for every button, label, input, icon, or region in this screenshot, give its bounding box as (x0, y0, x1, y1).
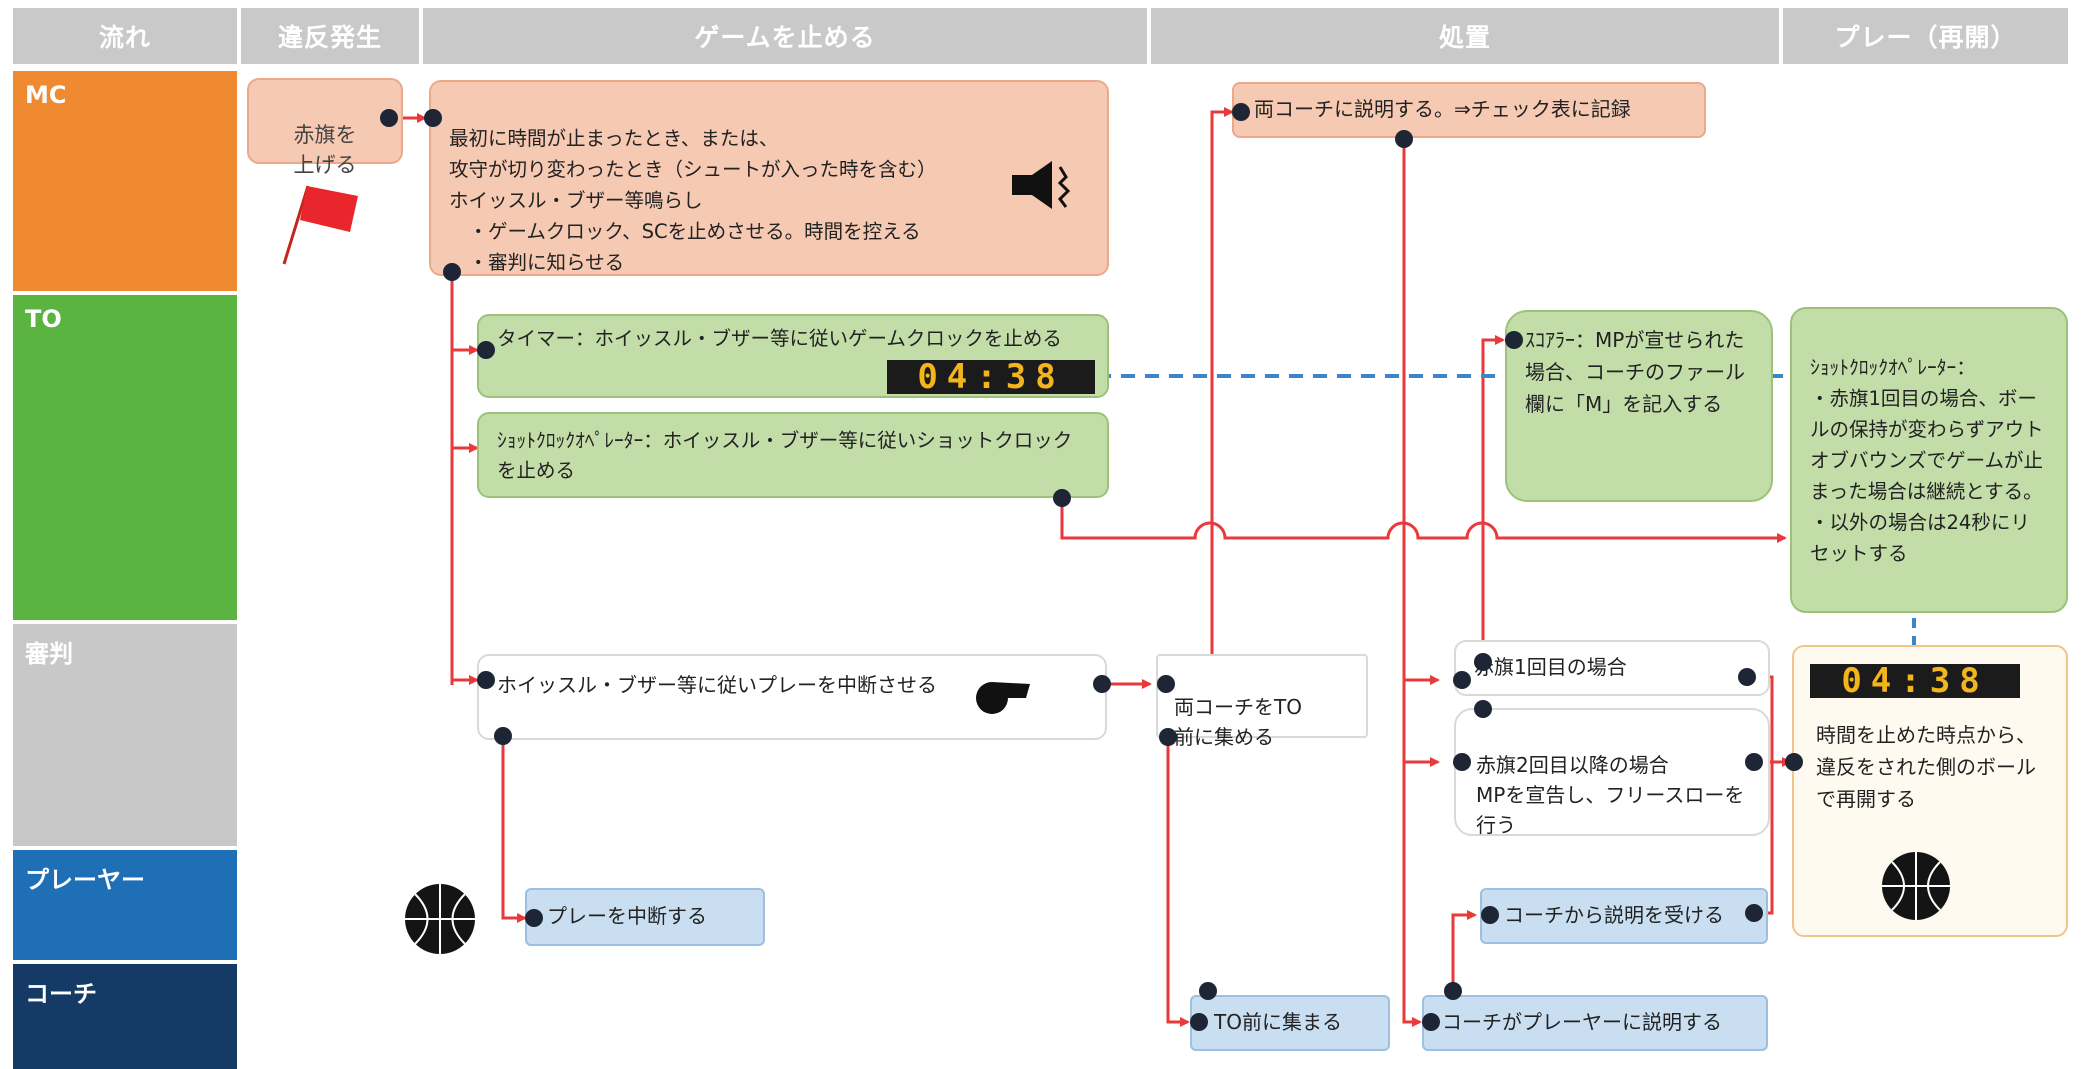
connector-dot (477, 341, 495, 359)
flag-first-text: 赤旗1回目の場合 (1474, 655, 1627, 679)
lane-mc: MC (13, 71, 237, 291)
connector-dot (1190, 1013, 1208, 1031)
raise-red-flag-text: 赤旗を 上げる (293, 123, 357, 177)
referee-stop-text: ホイッスル・ブザー等に従いプレーを中断させる (497, 673, 937, 697)
connector-dot (1785, 753, 1803, 771)
gather-to-text: TO前に集まる (1214, 1010, 1342, 1034)
connector-dot (443, 263, 461, 281)
game-clock-display: 04:38 (887, 357, 1095, 397)
lane-referee: 審判 (13, 624, 237, 846)
connector-dot (477, 671, 495, 689)
player-stop-text: プレーを中断する (547, 904, 707, 928)
connector-dot (1053, 489, 1071, 507)
connector-dot (1159, 728, 1177, 746)
connector-dot (1444, 982, 1462, 1000)
flag-second-text: 赤旗2回目以降の場合 MPを宣告し、フリースローを行う (1476, 753, 1745, 837)
timer-box: タイマー：ホイッスル・ブザー等に従いゲームクロックを止める (477, 314, 1109, 398)
header-violation: 違反発生 (241, 8, 419, 64)
resume-play-text: 時間を止めた時点から、違反をされた側のボールで再開する (1816, 723, 2036, 811)
basketball-icon (405, 884, 475, 954)
connector-dot (1232, 103, 1250, 121)
connector-dot (1422, 1013, 1440, 1031)
lane-player: プレーヤー (13, 850, 237, 960)
mc-explain-box: 両コーチに説明する。⇒チェック表に記録 (1232, 82, 1706, 138)
timer-text: タイマー：ホイッスル・ブザー等に従いゲームクロックを止める (497, 327, 1062, 350)
connector-dot (1745, 904, 1763, 922)
red-flag-icon (282, 185, 358, 265)
connector-dot (1157, 675, 1175, 693)
connector-dot (380, 109, 398, 127)
shotclock-op-text: ｼｮｯﾄｸﾛｯｸｵﾍﾟﾚｰﾀｰ：ホイッスル・ブザー等に従いショットクロックを止め… (497, 429, 1073, 482)
connector-dot (1093, 675, 1111, 693)
raise-red-flag-box: 赤旗を 上げる (247, 78, 403, 177)
connector-dot (1738, 668, 1756, 686)
header-stop-game: ゲームを止める (423, 8, 1147, 64)
receive-explain-box: コーチから説明を受ける (1480, 888, 1768, 944)
lane-coach: コーチ (13, 964, 237, 1069)
connector-dot (494, 727, 512, 745)
mc-explain-text: 両コーチに説明する。⇒チェック表に記録 (1254, 97, 1631, 121)
header-play-resume: プレー（再開） (1783, 8, 2068, 64)
sco-op-resume-box: ｼｮｯﾄｸﾛｯｸｵﾍﾟﾚｰﾀｰ： ・赤旗1回目の場合、ボールの保持が変わらずアウ… (1790, 307, 2068, 613)
gather-coaches-text: 両コーチをTO 前に集める (1174, 695, 1302, 749)
gather-to-box: TO前に集まる (1190, 995, 1390, 1051)
connector-dot (1474, 700, 1492, 718)
connector-dot (424, 109, 442, 127)
buzzer-icon (1012, 161, 1071, 209)
connector-dot (1453, 671, 1471, 689)
scorer-box: ｽｺｱﾗｰ：MPが宣せられた場合、コーチのファール欄に「M」を記入する (1505, 310, 1773, 502)
gather-coaches-box: 両コーチをTO 前に集める (1156, 654, 1368, 749)
mc-main-box: 最初に時間が止まったとき、または、 攻守が切り変わったとき（シュートが入った時を… (429, 80, 1109, 276)
scorer-text: ｽｺｱﾗｰ：MPが宣せられた場合、コーチのファール欄に「M」を記入する (1525, 328, 1745, 416)
connector-dot (1395, 130, 1413, 148)
connector-dot (1453, 753, 1471, 771)
header-action: 処置 (1151, 8, 1779, 64)
receive-explain-text: コーチから説明を受ける (1504, 903, 1724, 927)
basketball-icon (1882, 852, 1950, 920)
lane-to: TO (13, 295, 237, 620)
connector-dot (1199, 982, 1217, 1000)
connector-dot (1745, 753, 1763, 771)
referee-stop-box: ホイッスル・ブザー等に従いプレーを中断させる (477, 654, 1107, 740)
connector-dot (1481, 906, 1499, 924)
coach-explain-text: コーチがプレーヤーに説明する (1442, 1010, 1722, 1034)
connector-dot (525, 909, 543, 927)
connector-dot (1474, 653, 1492, 671)
player-stop-box: プレーを中断する (525, 888, 765, 946)
flag-second-box: 赤旗2回目以降の場合 MPを宣告し、フリースローを行う (1454, 708, 1770, 837)
connector-dot (1505, 331, 1523, 349)
flag-first-box: 赤旗1回目の場合 (1454, 640, 1770, 696)
header-flow: 流れ (13, 8, 237, 64)
coach-explain-box: コーチがプレーヤーに説明する (1422, 995, 1768, 1051)
shotclock-op-box: ｼｮｯﾄｸﾛｯｸｵﾍﾟﾚｰﾀｰ：ホイッスル・ブザー等に従いショットクロックを止め… (477, 412, 1109, 498)
whistle-icon (976, 682, 1030, 714)
mc-main-text: 最初に時間が止まったとき、または、 攻守が切り変わったとき（シュートが入った時を… (449, 127, 937, 274)
shot-clock-display: 04:38 (1810, 661, 2020, 701)
sco-op-resume-text: ｼｮｯﾄｸﾛｯｸｵﾍﾟﾚｰﾀｰ： ・赤旗1回目の場合、ボールの保持が変わらずアウ… (1810, 356, 2044, 565)
